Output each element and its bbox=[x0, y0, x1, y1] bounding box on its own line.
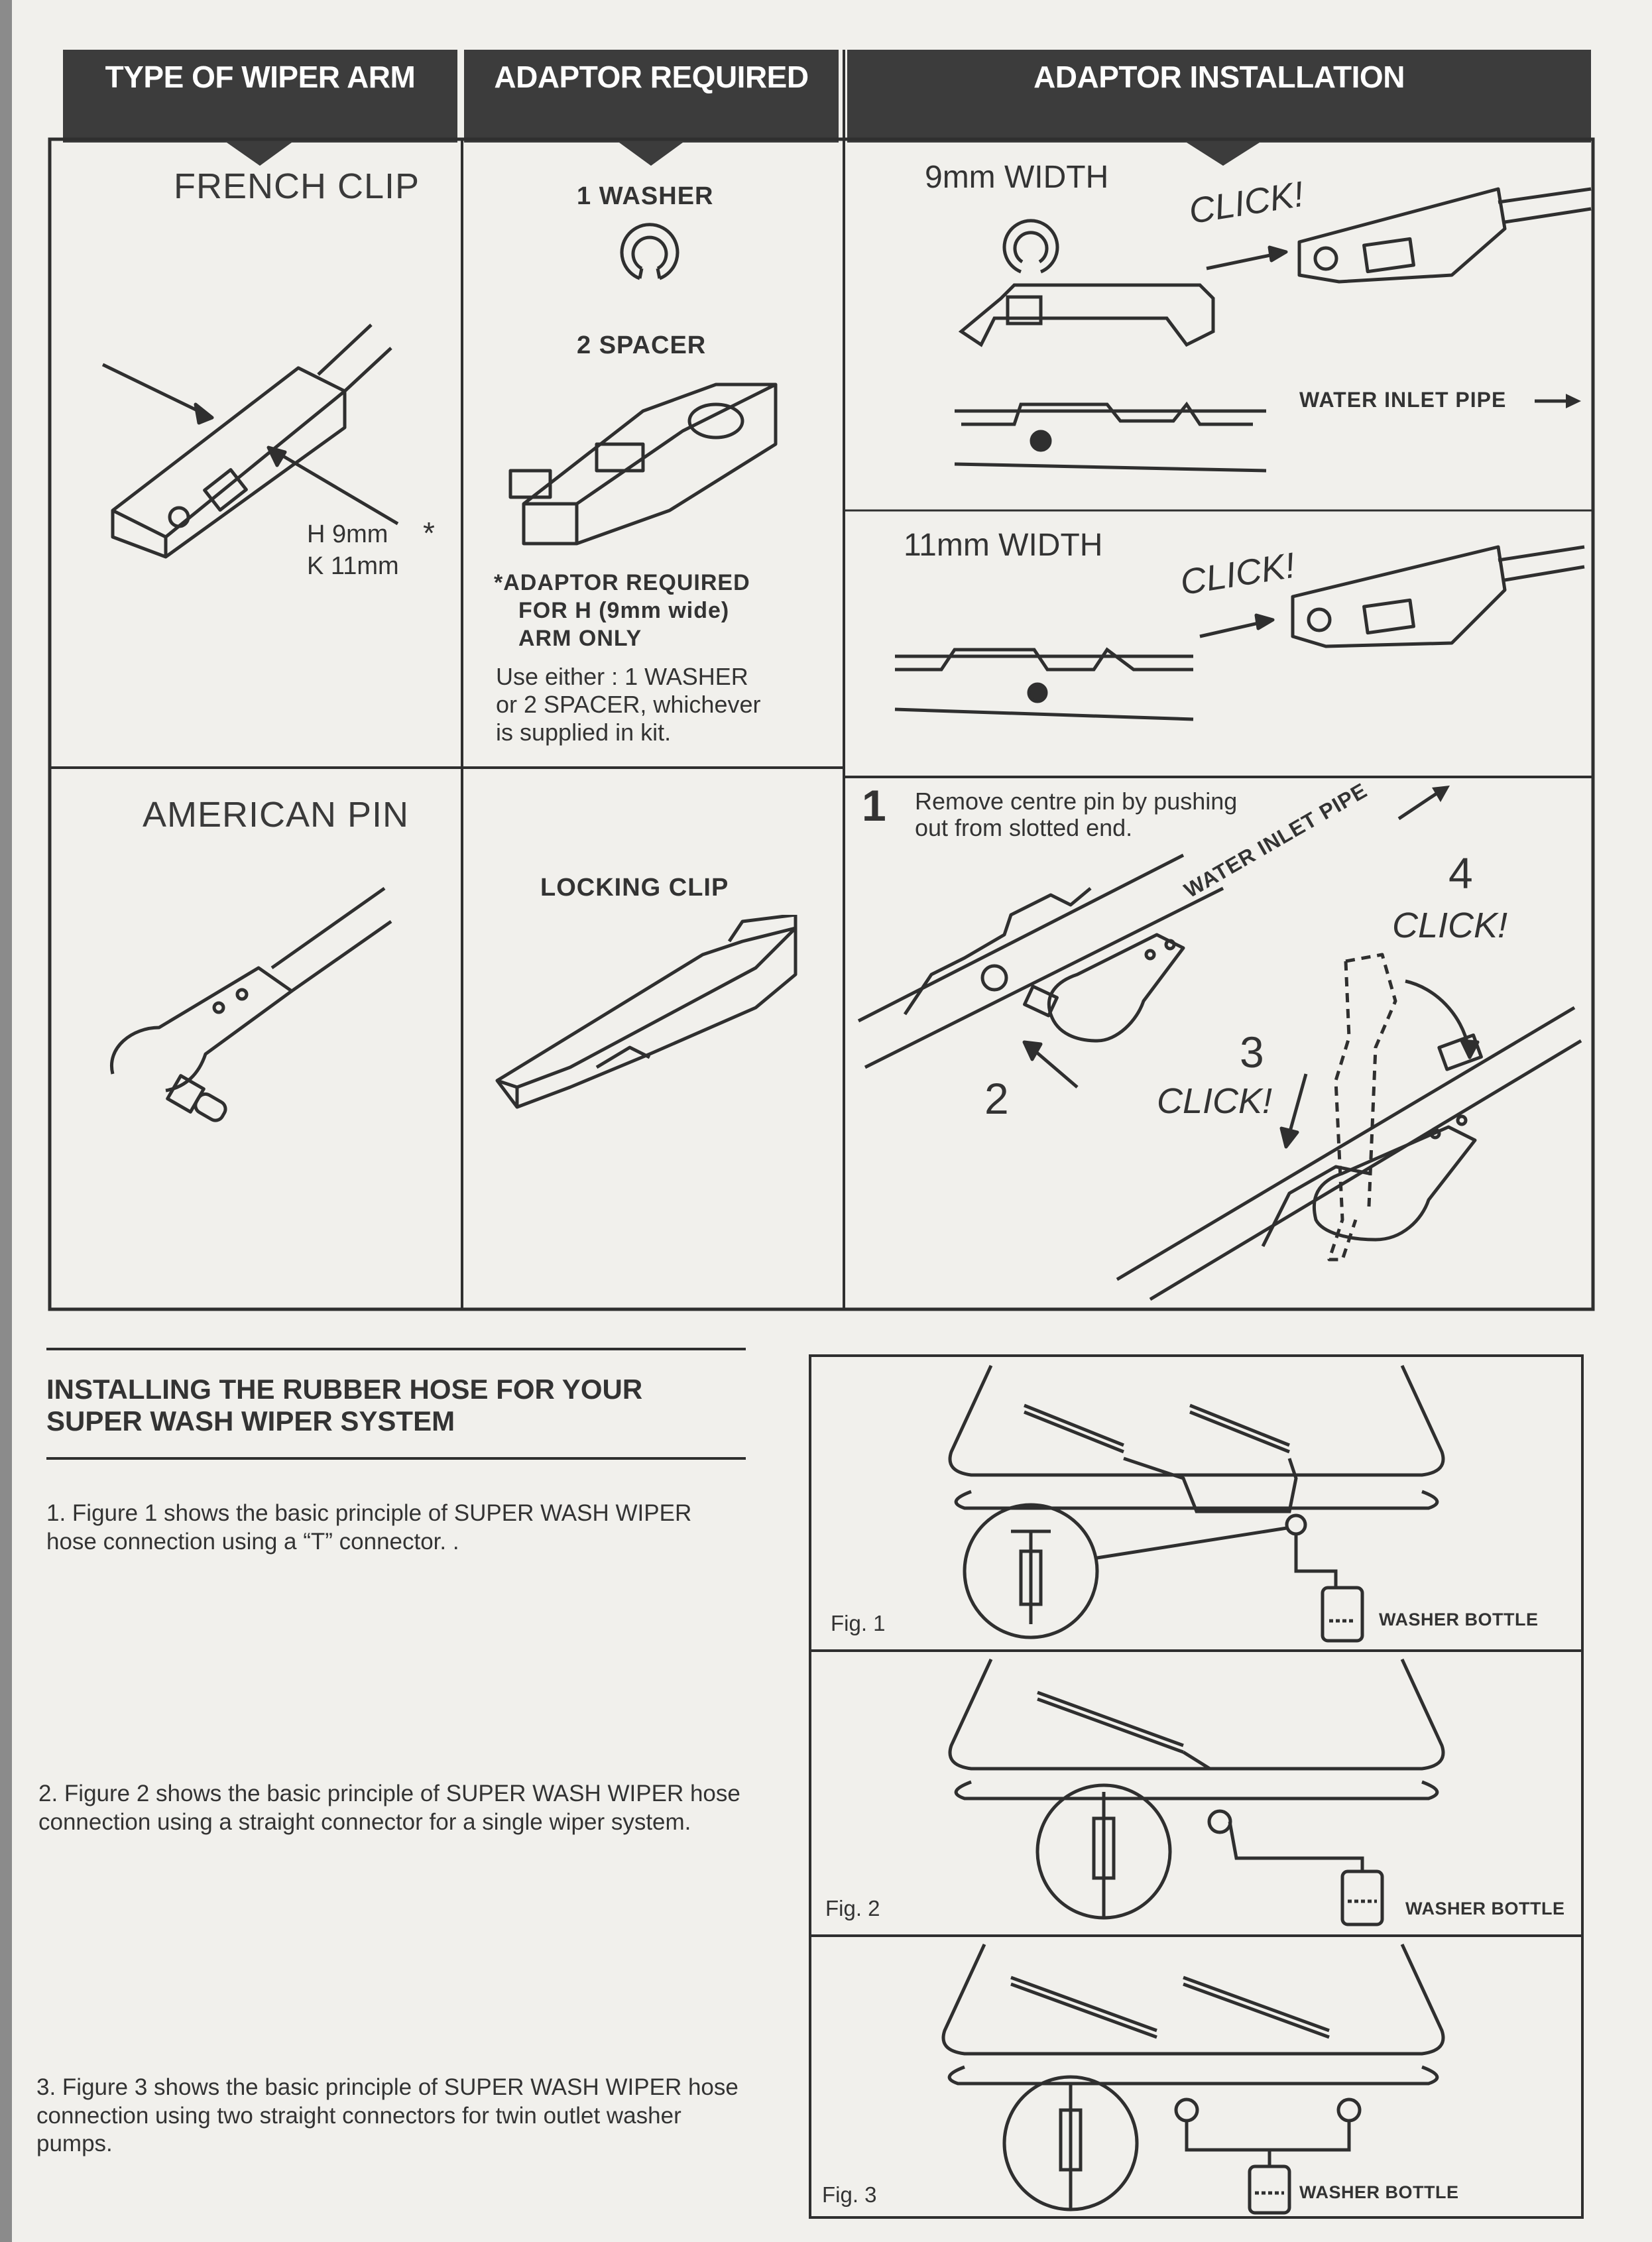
header-band-type bbox=[63, 50, 457, 166]
step-3-click: CLICK! bbox=[1157, 1081, 1273, 1121]
header-type-of-wiper-arm: TYPE OF WIPER ARM bbox=[105, 60, 416, 94]
hose-step-1: 1. Figure 1 shows the basic principle of… bbox=[46, 1500, 692, 1555]
fig-1-washer-bottle: WASHER BOTTLE bbox=[1379, 1610, 1539, 1629]
washer-icon bbox=[620, 223, 679, 280]
use-either-line2: or 2 SPACER, whichever bbox=[496, 691, 761, 718]
american-pin-arm-illustration bbox=[110, 886, 392, 1122]
american-pin-title: AMERICAN PIN bbox=[143, 795, 410, 835]
adaptor-note-line2: FOR H (9mm wide) bbox=[518, 598, 730, 623]
adaptor-note-line3: ARM ONLY bbox=[518, 626, 642, 651]
step-1-line1: Remove centre pin by pushing bbox=[915, 788, 1238, 815]
french-clip-title: FRENCH CLIP bbox=[174, 166, 420, 206]
figure-3-diagram bbox=[941, 1943, 1445, 2215]
american-pin-installation-illustration bbox=[857, 853, 1582, 1301]
step-4-number: 4 bbox=[1448, 849, 1473, 898]
step-1-number: 1 bbox=[862, 781, 886, 830]
spacer-icon bbox=[508, 383, 778, 546]
header-adaptor-installation: ADAPTOR INSTALLATION bbox=[1033, 60, 1405, 94]
hose-section-title-line2: SUPER WASH WIPER SYSTEM bbox=[46, 1405, 455, 1437]
hose-title-rules bbox=[46, 1348, 746, 1460]
use-either-line1: Use either : 1 WASHER bbox=[496, 663, 748, 690]
arm-clip-9mm-illustration bbox=[1206, 187, 1592, 284]
locking-clip-illustration bbox=[495, 915, 797, 1109]
washer-label: 1 WASHER bbox=[577, 182, 714, 210]
header-band-installation bbox=[847, 50, 1591, 166]
header-adaptor-required: ADAPTOR REQUIRED bbox=[494, 60, 809, 94]
width-9mm-label: 9mm WIDTH bbox=[925, 160, 1109, 195]
step-2-number: 2 bbox=[984, 1074, 1009, 1123]
water-inlet-pipe-label: WATER INLET PIPE bbox=[1299, 388, 1507, 412]
width-11mm-label: 11mm WIDTH bbox=[904, 528, 1103, 563]
hose-section-title-line1: INSTALLING THE RUBBER HOSE FOR YOUR bbox=[46, 1374, 643, 1405]
diagonal-arrow-icon bbox=[1397, 786, 1450, 821]
use-either-line3: is supplied in kit. bbox=[496, 719, 672, 746]
hose-step-3: 3. Figure 3 shows the basic principle of… bbox=[36, 2074, 738, 2157]
install-9mm-illustration bbox=[954, 219, 1267, 473]
fig-1-label: Fig. 1 bbox=[831, 1611, 886, 1635]
install-11mm-illustration bbox=[894, 647, 1194, 721]
french-clip-size-k: K 11mm bbox=[307, 552, 399, 580]
fig-2-washer-bottle: WASHER BOTTLE bbox=[1405, 1899, 1565, 1918]
adaptor-note-line1: *ADAPTOR REQUIRED bbox=[494, 570, 750, 595]
figure-2-diagram bbox=[948, 1658, 1445, 1926]
french-clip-arm-illustration bbox=[101, 324, 399, 559]
arm-clip-11mm-illustration bbox=[1199, 545, 1585, 648]
french-clip-asterisk: * bbox=[423, 516, 435, 550]
step-4-click: CLICK! bbox=[1392, 906, 1508, 945]
locking-clip-label: LOCKING CLIP bbox=[540, 874, 729, 902]
hose-step-2: 2. Figure 2 shows the basic principle of… bbox=[38, 1781, 740, 1835]
fig-3-washer-bottle: WASHER BOTTLE bbox=[1299, 2182, 1459, 2202]
scan-edge bbox=[0, 0, 12, 2242]
spacer-label: 2 SPACER bbox=[577, 331, 707, 359]
step-1-line2: out from slotted end. bbox=[915, 814, 1133, 841]
french-clip-size-h: H 9mm bbox=[307, 520, 388, 548]
figure-1-diagram bbox=[948, 1364, 1445, 1643]
right-arrow-icon bbox=[1535, 394, 1581, 408]
step-3-number: 3 bbox=[1240, 1028, 1264, 1077]
fig-3-label: Fig. 3 bbox=[822, 2182, 877, 2207]
header-band-adaptor bbox=[464, 50, 839, 166]
fig-2-label: Fig. 2 bbox=[825, 1896, 880, 1920]
